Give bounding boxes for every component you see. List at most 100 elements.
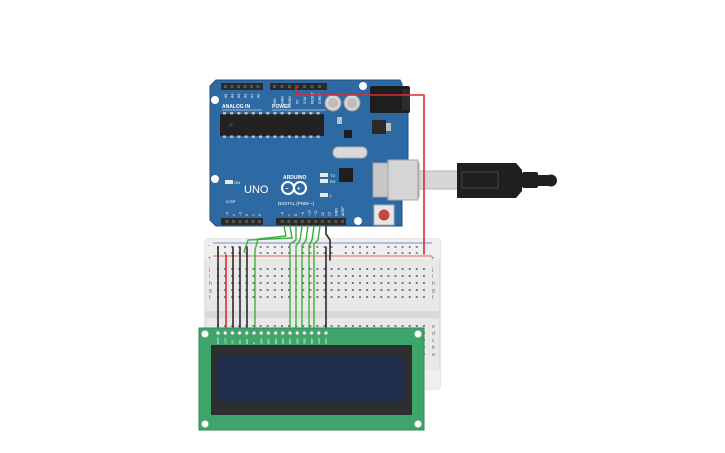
- digital-pin[interactable]: [294, 220, 298, 223]
- lcd-pin[interactable]: [323, 330, 329, 336]
- terminal-hole[interactable]: [224, 325, 227, 327]
- terminal-hole[interactable]: [288, 275, 290, 277]
- terminal-hole[interactable]: [344, 268, 347, 270]
- terminal-hole[interactable]: [309, 296, 312, 298]
- rail-hole[interactable]: [323, 246, 326, 248]
- terminal-hole[interactable]: [366, 268, 369, 270]
- dc-power-jack[interactable]: [370, 86, 410, 113]
- terminal-hole[interactable]: [280, 325, 283, 327]
- digital-pin[interactable]: [251, 220, 255, 223]
- rail-hole[interactable]: [394, 252, 397, 254]
- terminal-hole[interactable]: [422, 275, 425, 277]
- terminal-hole[interactable]: [394, 296, 397, 298]
- digital-pin[interactable]: [334, 220, 338, 223]
- terminal-hole[interactable]: [387, 296, 390, 298]
- terminal-hole[interactable]: [302, 296, 305, 298]
- digital-pin[interactable]: [327, 220, 331, 223]
- digital-pin[interactable]: [258, 220, 261, 223]
- terminal-hole[interactable]: [224, 282, 227, 284]
- rail-hole[interactable]: [373, 252, 376, 254]
- rail-hole[interactable]: [373, 246, 376, 248]
- rail-hole[interactable]: [359, 246, 361, 248]
- terminal-hole[interactable]: [330, 268, 333, 270]
- rail-hole[interactable]: [401, 252, 404, 254]
- terminal-hole[interactable]: [330, 296, 333, 298]
- terminal-hole[interactable]: [373, 325, 376, 327]
- rail-hole[interactable]: [415, 246, 418, 248]
- terminal-hole[interactable]: [366, 282, 369, 284]
- terminal-hole[interactable]: [259, 275, 262, 277]
- terminal-hole[interactable]: [316, 282, 319, 284]
- terminal-hole[interactable]: [252, 268, 255, 270]
- rail-hole[interactable]: [330, 246, 333, 248]
- terminal-hole[interactable]: [415, 268, 418, 270]
- terminal-hole[interactable]: [401, 282, 404, 284]
- wire-db5[interactable]: [295, 225, 303, 331]
- terminal-hole[interactable]: [259, 296, 262, 298]
- rail-hole[interactable]: [387, 252, 390, 254]
- terminal-hole[interactable]: [280, 275, 283, 277]
- rail-hole[interactable]: [266, 246, 269, 248]
- analog-pin[interactable]: [243, 85, 247, 88]
- terminal-hole[interactable]: [288, 268, 290, 270]
- terminal-hole[interactable]: [344, 325, 347, 327]
- wire-db6[interactable]: [301, 225, 309, 331]
- terminal-hole[interactable]: [344, 289, 347, 291]
- terminal-hole[interactable]: [387, 325, 390, 327]
- lcd-pin[interactable]: [215, 330, 221, 336]
- power-pin[interactable]: [280, 85, 284, 88]
- terminal-hole[interactable]: [422, 268, 425, 270]
- terminal-hole[interactable]: [288, 296, 290, 298]
- terminal-hole[interactable]: [373, 296, 376, 298]
- terminal-hole[interactable]: [359, 325, 361, 327]
- terminal-hole[interactable]: [337, 282, 340, 284]
- rail-hole[interactable]: [351, 252, 354, 254]
- wire-e[interactable]: [243, 225, 293, 253]
- rail-hole[interactable]: [323, 252, 326, 254]
- lcd-pin[interactable]: [259, 330, 264, 336]
- terminal-hole[interactable]: [323, 325, 326, 327]
- terminal-hole[interactable]: [401, 296, 404, 298]
- terminal-hole[interactable]: [337, 296, 340, 298]
- rail-hole[interactable]: [273, 246, 276, 248]
- rail-hole[interactable]: [309, 246, 312, 248]
- digital-pin[interactable]: [238, 220, 242, 223]
- wire-gnd-rail[interactable]: [325, 225, 331, 261]
- terminal-hole[interactable]: [359, 296, 361, 298]
- terminal-hole[interactable]: [408, 289, 411, 291]
- lcd-pin[interactable]: [230, 330, 235, 336]
- digital-pin[interactable]: [287, 220, 291, 223]
- lcd-pin[interactable]: [309, 330, 314, 336]
- analog-pin[interactable]: [224, 85, 227, 88]
- terminal-hole[interactable]: [252, 296, 255, 298]
- terminal-hole[interactable]: [288, 289, 290, 291]
- power-pin[interactable]: [295, 85, 299, 88]
- terminal-hole[interactable]: [316, 275, 319, 277]
- rail-hole[interactable]: [280, 246, 283, 248]
- lcd-pin[interactable]: [266, 330, 271, 336]
- terminal-hole[interactable]: [302, 325, 305, 327]
- terminal-hole[interactable]: [316, 325, 319, 327]
- terminal-hole[interactable]: [394, 282, 397, 284]
- terminal-hole[interactable]: [366, 289, 369, 291]
- terminal-hole[interactable]: [380, 275, 383, 277]
- terminal-hole[interactable]: [401, 268, 404, 270]
- terminal-hole[interactable]: [387, 289, 390, 291]
- terminal-hole[interactable]: [280, 296, 283, 298]
- terminal-hole[interactable]: [323, 275, 326, 277]
- digital-pin[interactable]: [225, 220, 229, 223]
- digital-pin[interactable]: [341, 220, 344, 223]
- terminal-hole[interactable]: [359, 282, 361, 284]
- rail-hole[interactable]: [366, 246, 369, 248]
- terminal-hole[interactable]: [259, 289, 262, 291]
- terminal-hole[interactable]: [415, 282, 418, 284]
- wire-5v[interactable]: [295, 85, 425, 255]
- terminal-hole[interactable]: [408, 268, 411, 270]
- rail-hole[interactable]: [387, 246, 390, 248]
- rail-hole[interactable]: [408, 246, 411, 248]
- terminal-hole[interactable]: [330, 325, 333, 327]
- rail-hole[interactable]: [316, 246, 319, 248]
- terminal-hole[interactable]: [351, 296, 354, 298]
- terminal-hole[interactable]: [259, 282, 262, 284]
